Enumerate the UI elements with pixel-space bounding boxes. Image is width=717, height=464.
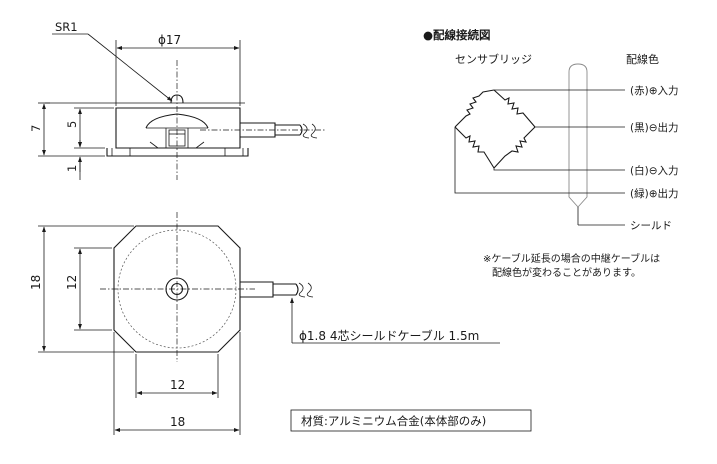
- dim-12-left-label: 12: [65, 275, 79, 290]
- sr1-leader: [87, 33, 173, 102]
- dim-phi17-label: ϕ17: [158, 33, 181, 47]
- side-body: [115, 107, 241, 149]
- top-inner-circle: [117, 229, 237, 349]
- wire-green: [454, 127, 625, 194]
- wheatstone-bridge: [454, 89, 536, 169]
- side-cable: [275, 124, 300, 136]
- dim-18-left-label: 18: [29, 275, 43, 290]
- sensor-bridge-label: センサブリッジ: [455, 52, 532, 66]
- side-dome: [145, 113, 209, 129]
- shield-tube: [568, 63, 588, 208]
- material-box: [290, 409, 532, 432]
- top-cable: [273, 283, 296, 296]
- dim-18-bottom-label: 18: [170, 415, 185, 429]
- wiring-note-line1: ※ケーブル延長の場合の中継ケーブルは: [483, 252, 660, 265]
- top-center-boss-outer: [165, 277, 189, 301]
- side-cable-sleeve: [240, 122, 276, 138]
- material-note: 材質:アルミニウム合金(本体部のみ): [301, 414, 486, 428]
- side-view: SR1 ϕ17 7 5 1: [29, 20, 325, 180]
- dim-7-label: 7: [29, 125, 43, 132]
- top-cable-sleeve: [240, 281, 274, 298]
- wiring-note-line2: 配線色が変わることがあります。: [492, 266, 641, 279]
- side-base: [106, 148, 249, 157]
- sr1-label: SR1: [55, 20, 78, 34]
- shield-label: シールド: [630, 220, 672, 232]
- top-octagon-body: [113, 225, 241, 353]
- wire-white: [493, 168, 625, 171]
- dim-1-label: 1: [65, 165, 79, 172]
- wire-label-black: (黒)⊖出力: [630, 121, 679, 134]
- wire-label-white: (白)⊖入力: [630, 164, 679, 177]
- wiring-title: ●配線接続図: [423, 28, 491, 42]
- wire-color-header: 配線色: [626, 52, 659, 66]
- dim-12-bottom-label: 12: [170, 378, 185, 392]
- wire-label-green: (緑)⊕出力: [630, 187, 679, 200]
- side-center-boss: [168, 129, 186, 147]
- top-center-boss-inner: [170, 282, 184, 296]
- top-view: 18 12 12 18 ϕ1.8 4芯シールドケーブル 1.5m 材質:アルミニ…: [29, 212, 532, 435]
- wire-label-red: (赤)⊕入力: [630, 84, 679, 97]
- dim-5-label: 5: [65, 121, 79, 128]
- wiring-diagram: ●配線接続図 センサブリッジ 配線色 (赤)⊕入力 (黒)⊖出力 (白)⊖入力: [423, 28, 679, 279]
- cable-note: ϕ1.8 4芯シールドケーブル 1.5m: [299, 328, 479, 343]
